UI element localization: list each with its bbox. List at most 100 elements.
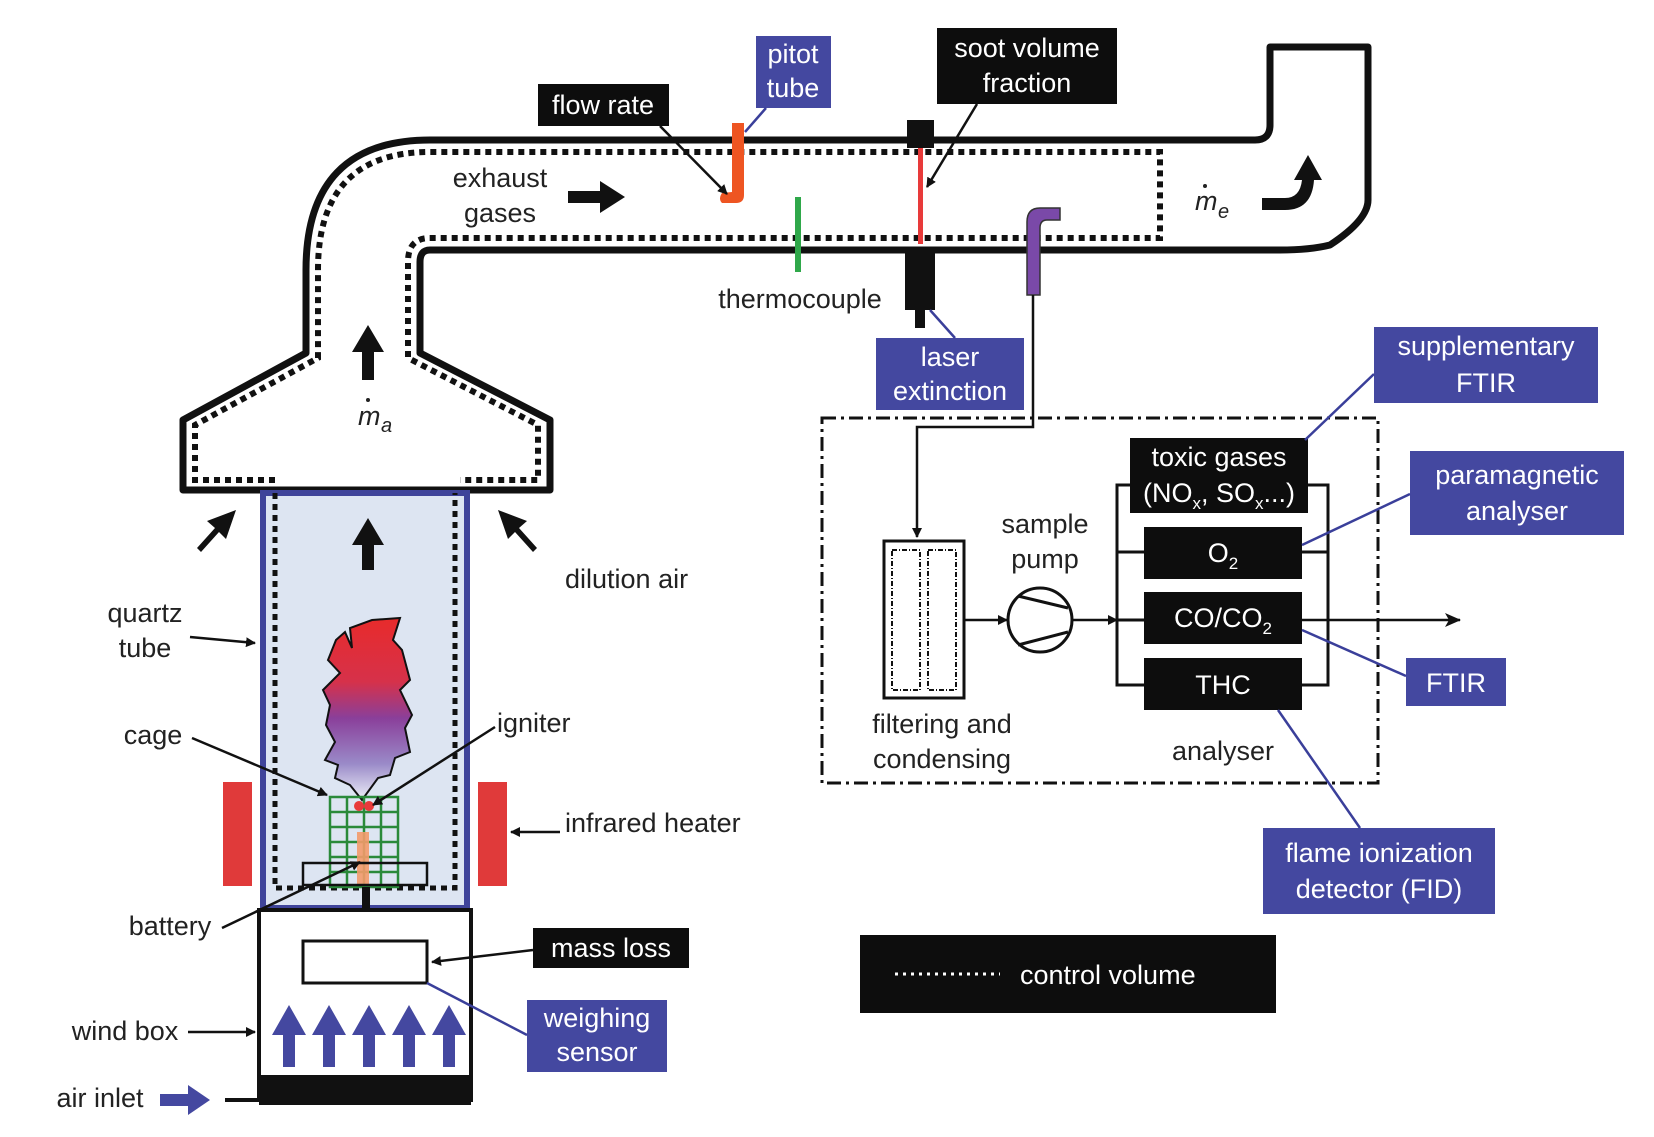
wind-arrows [272,1005,466,1067]
laser-beam [918,148,923,244]
filtering-label-2: condensing [873,744,1011,774]
duct-outer-wall [179,43,1372,494]
supplementary-ftir-tag: supplementary FTIR [1374,327,1598,403]
infrared-heater-left [223,782,252,886]
svg-text:CO/CO2: CO/CO2 [1174,603,1272,638]
svg-text:supplementary: supplementary [1397,331,1575,361]
mass-loss-tag: mass loss [533,928,689,968]
laser-detector [905,250,935,310]
wind-box-base [259,1075,471,1105]
svg-text:toxic gases: toxic gases [1151,442,1286,472]
thermocouple-probe [795,197,801,272]
weighing-leader [426,981,528,1037]
svg-text:fraction: fraction [983,68,1072,98]
arrow-right-exhaust [568,181,625,213]
laser-detector-stem [915,308,925,328]
svg-text:FTIR: FTIR [1456,368,1516,398]
svg-text:m: m [1195,186,1218,216]
svg-text:laser: laser [921,342,980,372]
fid-tag: flame ionization detector (FID) [1263,828,1495,914]
ftir-tag: FTIR [1406,658,1506,706]
svg-text:O2: O2 [1208,538,1238,573]
battery [357,832,369,884]
manifold-right [1302,483,1330,687]
flow-arrows [197,155,1322,552]
cage-label: cage [124,720,183,750]
laser-emitter [907,120,934,148]
exhaust-label-line1: exhaust [453,163,548,193]
quartz-tube-label-1: quartz [107,598,182,628]
infrared-heater-label: infrared heater [565,808,741,838]
arrow-up-tube [352,518,384,570]
svg-text:weighing: weighing [543,1003,651,1033]
svg-text:(NOx, SOx...): (NOx, SOx...) [1143,478,1295,513]
mass-flow-exhaust-symbol: m e [1195,184,1229,223]
arrow-dilution-right [498,510,537,552]
wind-box-label: wind box [71,1016,179,1046]
arrow-outlet [1262,155,1322,210]
sample-line [912,295,1035,538]
air-inlet-arrow [160,1085,210,1115]
wind-box [257,908,473,1102]
co-co2-analyser: CO/CO2 [1144,592,1302,644]
svg-text:analyser: analyser [1466,496,1568,526]
arrow-dilution-left [197,510,236,552]
igniter-label: igniter [497,708,571,738]
svg-text:pitot: pitot [767,39,819,69]
paramagnetic-leader [1301,492,1411,547]
pitot-leader [744,107,767,133]
manifold-branches-left [1117,550,1144,622]
legend-control-volume: control volume [860,935,1276,1013]
pitot-tube-tag: pitot tube [756,36,831,108]
mass-loss-leader [431,948,534,966]
svg-text:a: a [381,415,392,437]
sample-pump [1006,586,1074,654]
svg-text:m: m [358,401,381,431]
manifold-left [1115,483,1144,687]
sampling-probe [1026,207,1061,296]
analyser-label: analyser [1172,736,1274,766]
quartz-leader [189,635,256,648]
svg-text:flow rate: flow rate [552,90,654,120]
air-inlet-label: air inlet [56,1083,144,1113]
svg-text:control volume: control volume [1020,960,1196,990]
battery-label: battery [129,911,212,941]
exhaust-label-line2: gases [464,198,536,228]
filtering-label-1: filtering and [872,709,1012,739]
toxic-gases-analyser: toxic gases (NOx, SOx...) [1130,438,1308,513]
laser-leader [929,309,956,339]
pitot-tube-probe [720,123,744,203]
cage-leader [191,736,328,797]
dilution-air-label: dilution air [565,564,688,594]
control-volume-duct [192,149,1163,483]
soot-leader [925,103,979,188]
svg-text:mass loss: mass loss [551,933,671,963]
gas-analysis-unit [820,416,1380,785]
battery-leader [221,860,361,930]
svg-text:detector (FID): detector (FID) [1296,874,1463,904]
svg-text:paramagnetic: paramagnetic [1435,460,1599,490]
mass-flow-air-symbol: m a [358,398,392,437]
flow-rate-tag: flow rate [538,84,669,126]
igniter-leader [372,725,496,807]
thermocouple-label: thermocouple [718,284,882,314]
flow-rate-leader [659,125,728,195]
arrow-up-hood [352,325,384,380]
quartz-tube-label-2: tube [119,633,172,663]
svg-text:flame ionization: flame ionization [1285,838,1473,868]
igniter [354,801,374,811]
soot-volume-fraction-tag: soot volume fraction [937,28,1117,104]
svg-text:FTIR: FTIR [1426,668,1486,698]
sample-pump-label-1: sample [1001,509,1088,539]
paramagnetic-analyser-tag: paramagnetic analyser [1410,451,1624,535]
svg-text:extinction: extinction [893,376,1007,406]
svg-text:sensor: sensor [556,1037,637,1067]
svg-text:e: e [1218,201,1229,223]
svg-text:THC: THC [1195,670,1251,700]
weighing-sensor-tag: weighing sensor [527,1000,667,1072]
thc-analyser: THC [1144,658,1302,710]
laser-extinction-tag: laser extinction [876,338,1024,410]
flame [321,616,414,802]
infrared-heater-right [478,782,507,886]
